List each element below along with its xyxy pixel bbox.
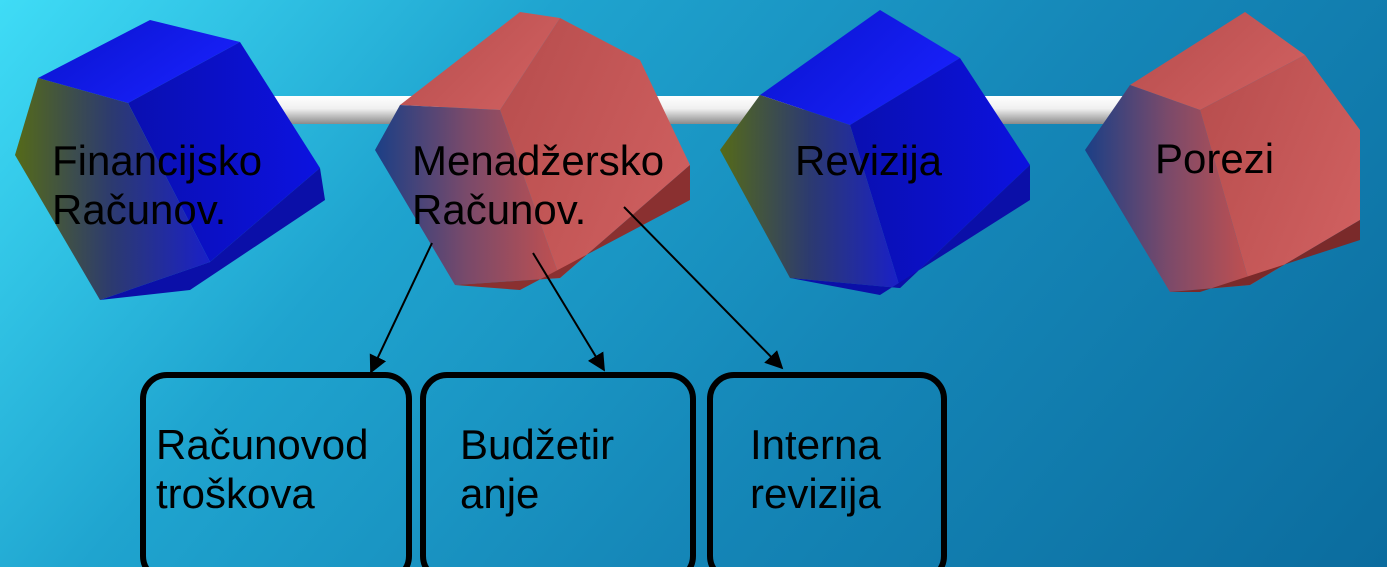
arrow-to-box-1 — [369, 242, 433, 374]
node-label-line: Porezi — [1155, 135, 1275, 182]
sub-label-budzetiranje: Budžetir anje — [460, 420, 614, 518]
arrow-to-box-3 — [623, 206, 784, 370]
node-label-line: Računov. — [412, 186, 587, 233]
node-cube — [720, 10, 1030, 295]
connectors — [240, 96, 1162, 124]
sub-box-1 — [140, 372, 412, 567]
node-label-menadzersko: Menadžersko Računov. — [412, 136, 664, 234]
node-label-line: Menadžersko — [412, 137, 665, 184]
sub-box-3 — [707, 372, 947, 567]
sub-label-line: Interna — [750, 421, 881, 468]
sub-boxes — [140, 372, 947, 567]
sub-label-racunovodstvo: Računovod troškova — [156, 420, 368, 518]
node-label-line: Revizija — [795, 137, 943, 184]
node-cube — [15, 20, 325, 300]
node-label-line: Računov. — [52, 186, 227, 233]
node-label-financijsko: Financijsko Računov. — [52, 136, 262, 234]
arrows — [369, 206, 784, 374]
sub-label-line: Budžetir — [460, 421, 615, 468]
node-label-revizija: Revizija — [795, 136, 942, 185]
sub-label-line: troškova — [156, 470, 315, 517]
sub-label-interna-revizija: Interna revizija — [750, 420, 881, 518]
sub-label-line: Računovod — [156, 421, 369, 468]
node-label-line: Financijsko — [52, 137, 263, 184]
sub-label-line: anje — [460, 470, 540, 517]
node-label-porezi: Porezi — [1155, 134, 1274, 183]
node-cube — [375, 12, 690, 290]
arrow-to-box-2 — [532, 252, 605, 372]
sub-box-2 — [420, 372, 696, 567]
node-cube — [1085, 12, 1360, 292]
connector-pipe — [240, 96, 440, 124]
sub-label-line: revizija — [750, 470, 881, 517]
